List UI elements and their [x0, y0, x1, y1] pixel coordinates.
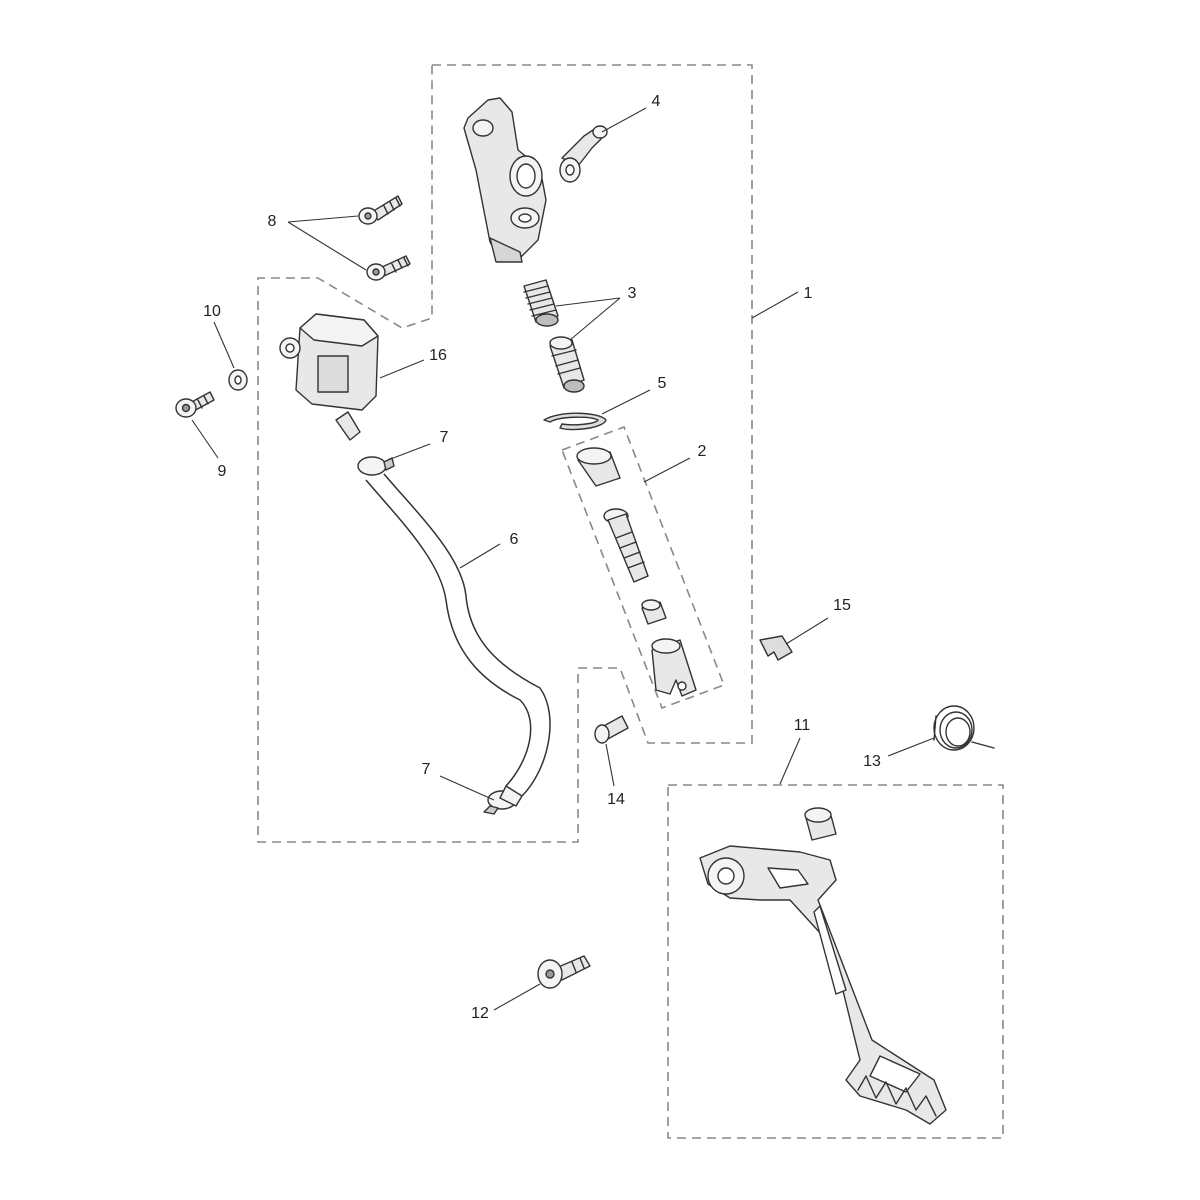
master-cylinder-body	[463, 97, 547, 263]
leader-14	[605, 743, 615, 787]
callout-7-lower: 7	[422, 761, 431, 778]
leader-1	[751, 291, 799, 319]
callout-5: 5	[658, 375, 667, 392]
screw-lower	[366, 255, 411, 281]
leader-5	[601, 389, 651, 415]
circlip	[543, 412, 607, 431]
bolt	[175, 391, 215, 418]
callout-16: 16	[429, 347, 447, 364]
callout-15: 15	[833, 597, 851, 614]
group-box-master-cylinder	[257, 64, 753, 843]
reservoir	[279, 313, 379, 441]
spring	[523, 279, 559, 327]
leader-7b	[439, 775, 495, 801]
leader-2	[643, 457, 691, 483]
leader-10	[213, 321, 235, 369]
torsion-spring	[933, 705, 995, 751]
callout-13: 13	[863, 753, 881, 770]
callout-12: 12	[471, 1005, 489, 1022]
hose-clip-upper	[357, 456, 395, 476]
clevis	[651, 638, 697, 697]
group-box-pushrod-kit	[560, 425, 726, 710]
leader-13	[887, 737, 935, 757]
callout-14: 14	[607, 791, 625, 808]
callout-11: 11	[794, 717, 811, 734]
leader-3b	[569, 297, 621, 341]
screw-upper	[358, 195, 403, 225]
group-box-pedal	[667, 784, 1004, 1139]
callout-3: 3	[628, 285, 637, 302]
pedal-bush	[804, 807, 837, 841]
clevis-pin	[594, 715, 629, 744]
leader-8b	[287, 221, 367, 271]
washer	[228, 369, 248, 391]
callout-8: 8	[268, 213, 277, 230]
reservoir-hose	[365, 473, 551, 807]
callout-9: 9	[218, 463, 227, 480]
callout-1: 1	[804, 285, 813, 302]
spring-clip	[759, 635, 793, 661]
leader-11	[779, 737, 801, 785]
callout-7-upper: 7	[440, 429, 449, 446]
callout-6: 6	[510, 531, 519, 548]
locknut	[641, 599, 667, 625]
pushrod	[603, 508, 649, 583]
leader-9	[191, 419, 219, 459]
brake-pedal	[699, 845, 947, 1125]
piston	[549, 336, 585, 393]
leader-3a	[555, 297, 621, 307]
callout-2: 2	[698, 443, 707, 460]
leader-16	[379, 359, 425, 379]
dust-boot	[576, 447, 621, 487]
leader-6	[459, 543, 501, 569]
callout-10: 10	[203, 303, 221, 320]
leader-4	[601, 107, 647, 133]
hose-elbow-fitting	[559, 125, 608, 183]
leader-12	[493, 983, 541, 1011]
pivot-bolt	[537, 955, 591, 989]
leader-7a	[387, 443, 431, 461]
leader-8a	[287, 215, 359, 223]
leader-15	[785, 617, 829, 645]
callout-4: 4	[652, 93, 661, 110]
